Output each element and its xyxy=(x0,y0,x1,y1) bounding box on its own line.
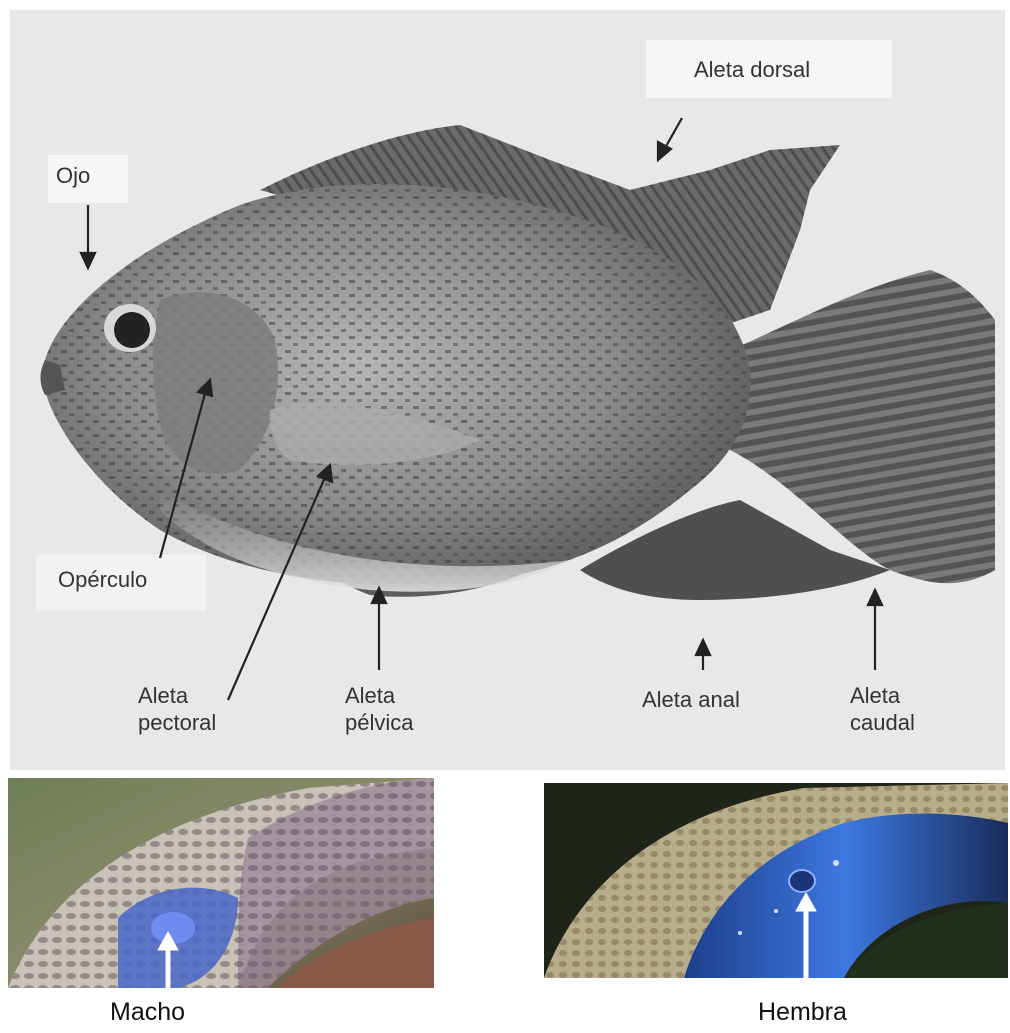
label-aleta-pectoral-line1: Aleta xyxy=(138,682,216,709)
label-ojo: Ojo xyxy=(56,162,90,189)
fish-illustration xyxy=(10,10,1005,770)
male-papilla xyxy=(151,912,195,944)
caption-macho: Macho xyxy=(110,998,185,1027)
label-aleta-pelvica: Aleta pélvica xyxy=(345,682,413,736)
label-aleta-pelvica-line1: Aleta xyxy=(345,682,413,709)
label-aleta-dorsal: Aleta dorsal xyxy=(694,56,810,83)
fish-diagram: Ojo Aleta dorsal Opérculo Aleta pectoral… xyxy=(10,10,1005,770)
label-aleta-pectoral: Aleta pectoral xyxy=(138,682,216,736)
label-aleta-caudal: Aleta caudal xyxy=(850,682,915,736)
label-aleta-caudal-line2: caudal xyxy=(850,709,915,736)
female-photo-illustration xyxy=(544,783,1008,978)
label-aleta-pectoral-line2: pectoral xyxy=(138,709,216,736)
label-operculo: Opérculo xyxy=(58,566,147,593)
female-genital-photo xyxy=(544,783,1008,978)
male-photo-illustration xyxy=(8,778,434,988)
male-genital-photo xyxy=(8,778,434,988)
female-papilla xyxy=(789,870,815,892)
label-aleta-caudal-line1: Aleta xyxy=(850,682,915,709)
label-aleta-anal: Aleta anal xyxy=(642,686,740,713)
label-aleta-pelvica-line2: pélvica xyxy=(345,709,413,736)
caption-hembra: Hembra xyxy=(758,998,847,1027)
